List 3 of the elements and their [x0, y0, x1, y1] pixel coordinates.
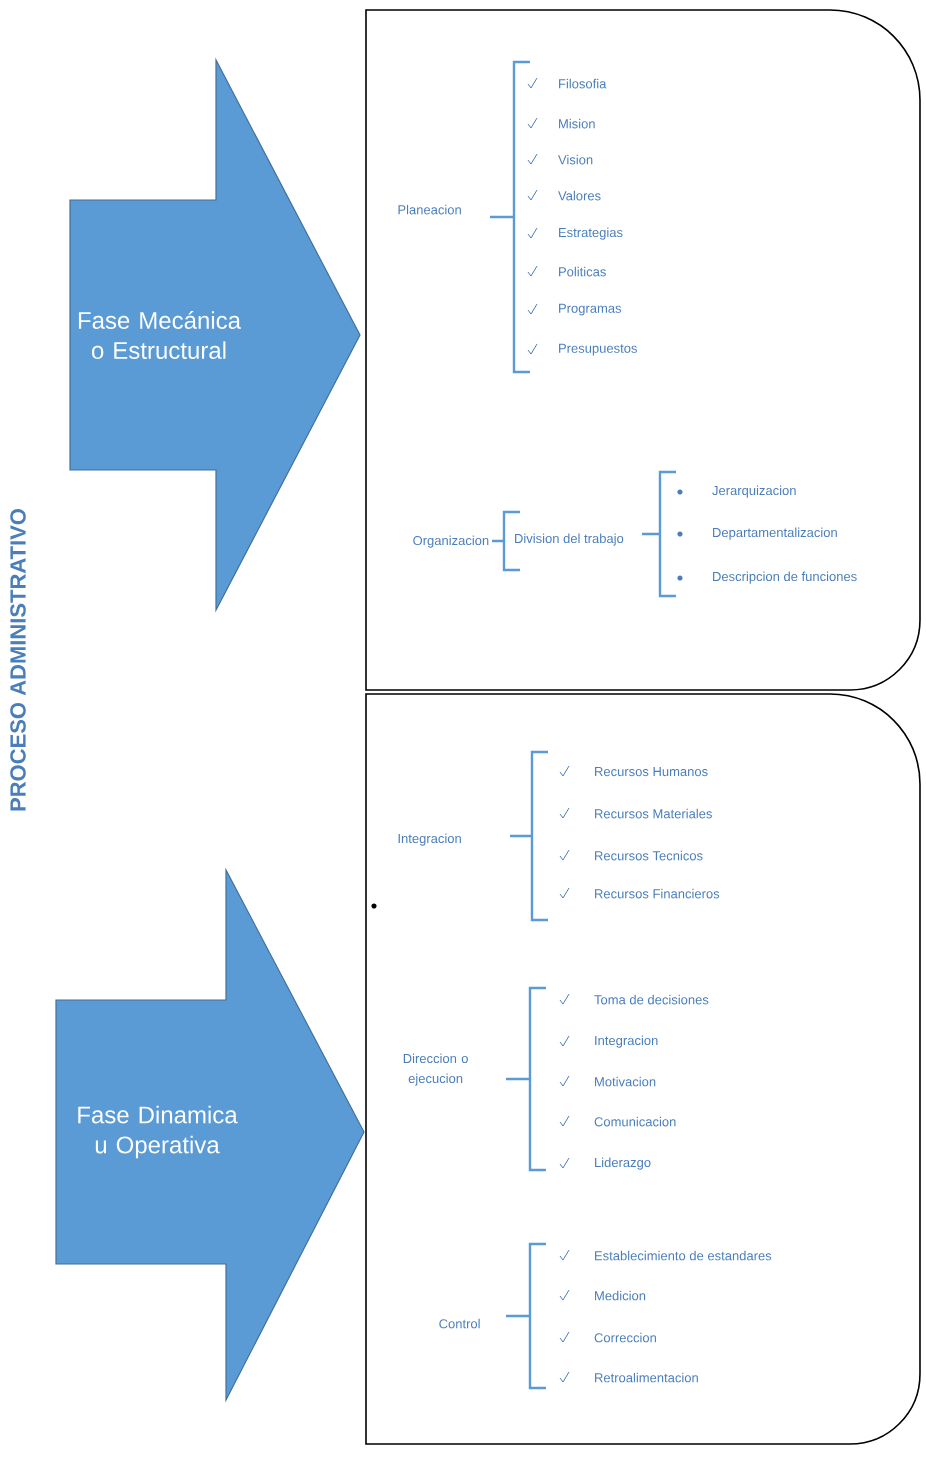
panel: [365, 9, 921, 691]
title: PROCESO ADMINISTRATIVO: [10, 508, 26, 811]
panel: [365, 693, 921, 1445]
